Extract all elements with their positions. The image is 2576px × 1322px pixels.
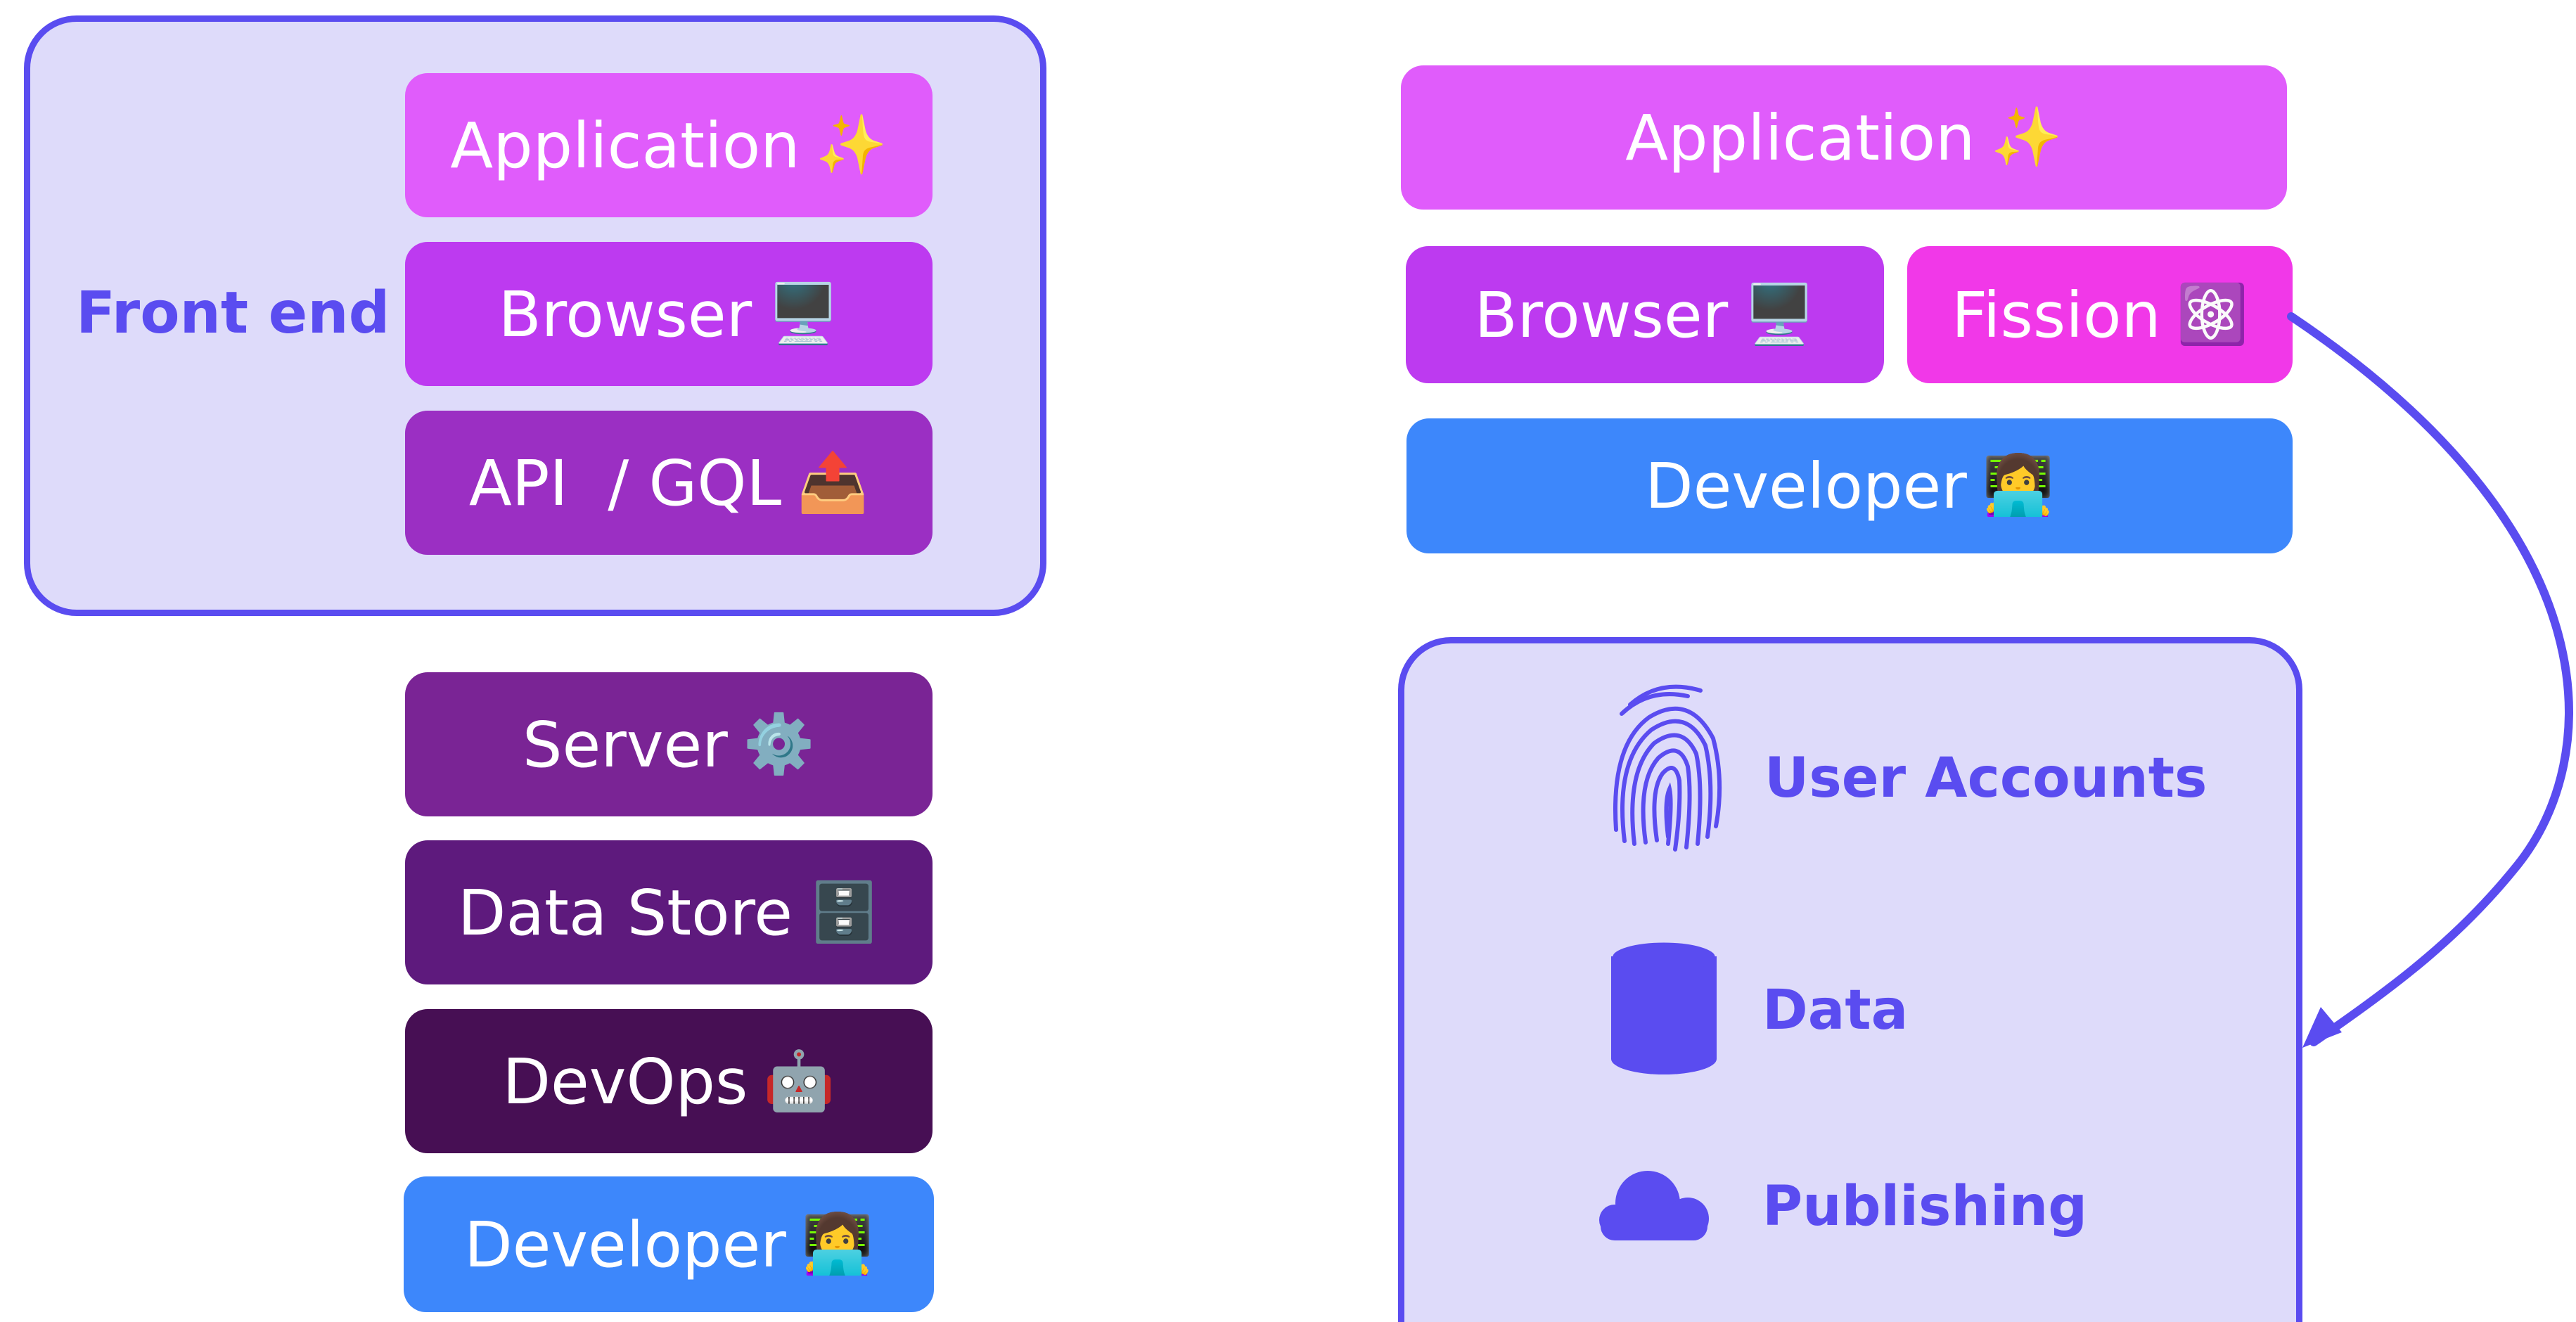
right-application-layer: Application ✨ <box>1401 65 2287 210</box>
layer-label: Application <box>450 108 800 182</box>
left-data-store-layer: Data Store 🗄️ <box>405 840 933 984</box>
layer-label: Fission <box>1952 278 2161 352</box>
layer-label: Developer <box>1645 449 1967 522</box>
user-accounts-label: User Accounts <box>1764 747 2207 810</box>
layer-label: Server <box>523 707 728 781</box>
desktop-computer-icon: 🖥️ <box>767 280 840 347</box>
layer-label: Developer <box>464 1207 786 1281</box>
layer-label: DevOps <box>502 1044 748 1118</box>
publishing-label: Publishing <box>1762 1175 2088 1238</box>
layer-label: Browser <box>498 277 752 351</box>
layer-label: Data Store <box>457 875 793 949</box>
left-server-layer: Server ⚙️ <box>405 672 933 816</box>
technologist-icon: 👩‍💻 <box>1982 452 2054 519</box>
sparkles-icon: ✨ <box>815 111 887 179</box>
right-fission-layer: Fission ⚛️ <box>1907 246 2293 383</box>
data-label: Data <box>1762 979 1909 1042</box>
left-developer-layer: Developer 👩‍💻 <box>404 1176 934 1312</box>
desktop-computer-icon: 🖥️ <box>1743 281 1816 348</box>
outbox-tray-icon: 📤 <box>797 449 869 516</box>
left-devops-layer: DevOps 🤖 <box>405 1009 933 1153</box>
layer-label: Application <box>1625 101 1975 174</box>
right-developer-layer: Developer 👩‍💻 <box>1406 418 2293 553</box>
right-browser-layer: Browser 🖥️ <box>1406 246 1884 383</box>
layer-label: API / GQL <box>468 446 782 520</box>
layer-label: Browser <box>1474 278 1729 352</box>
robot-icon: 🤖 <box>763 1047 835 1115</box>
front-end-label: Front end <box>76 280 390 347</box>
fission-services-panel <box>1398 637 2302 1322</box>
file-cabinet-icon: 🗄️ <box>807 878 880 946</box>
atom-symbol-icon: ⚛️ <box>2176 281 2248 348</box>
left-application-layer: Application ✨ <box>405 73 933 217</box>
left-browser-layer: Browser 🖥️ <box>405 242 933 386</box>
sparkles-icon: ✨ <box>1990 103 2063 171</box>
gear-icon: ⚙️ <box>743 710 815 778</box>
left-api-layer: API / GQL 📤 <box>405 411 933 555</box>
technologist-icon: 👩‍💻 <box>801 1210 873 1278</box>
